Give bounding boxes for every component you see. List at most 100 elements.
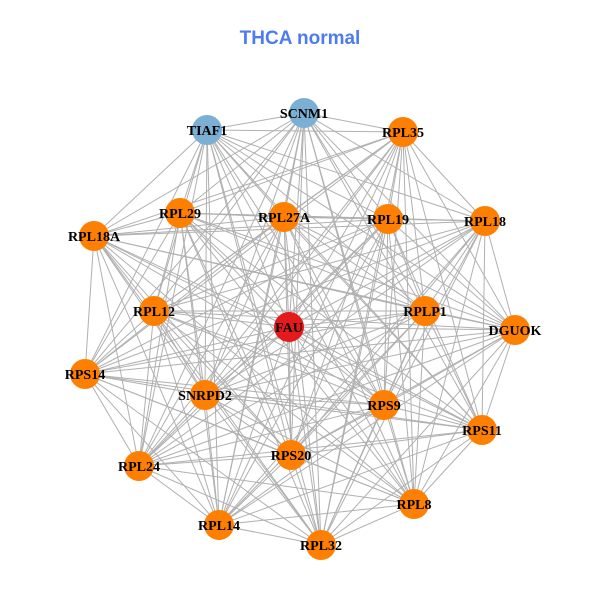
node-rpl29[interactable]: RPL29 — [159, 198, 201, 228]
edge-RPS14-RPL14 — [84, 373, 220, 526]
node-rpl8[interactable]: RPL8 — [397, 489, 432, 519]
node-rpl18a[interactable]: RPL18A — [68, 221, 121, 251]
edge-RPLP1-RPS20 — [290, 310, 426, 456]
edge-FAU-RPL14 — [218, 326, 290, 526]
edge-RPL27A-RPL14 — [218, 216, 285, 526]
node-rps11[interactable]: RPS11 — [462, 415, 502, 445]
node-circle — [269, 202, 299, 232]
edge-RPS20-RPL14 — [218, 454, 292, 526]
edge-RPL29-RPL24 — [138, 212, 181, 467]
node-label: RPL27A — [258, 211, 311, 226]
edge-RPLP1-SNRPD2 — [204, 310, 426, 396]
edge-RPS11-RPL14 — [218, 429, 483, 526]
edge-SCNM1-RPL35 — [303, 112, 404, 133]
edge-DGUOK-RPS11 — [481, 329, 516, 431]
edge-RPS14-RPS11 — [84, 373, 483, 431]
edge-RPS9-RPL8 — [383, 404, 415, 505]
edge-RPL18-RPL32 — [320, 220, 486, 546]
edge-RPL14-RPL32 — [218, 524, 322, 546]
node-rpl27a[interactable]: RPL27A — [258, 202, 311, 232]
edge-SCNM1-RPL29 — [179, 112, 305, 214]
edge-RPL18A-RPL14 — [93, 235, 220, 526]
node-rplp1[interactable]: RPLP1 — [403, 296, 447, 326]
edge-RPL18A-RPL24 — [93, 235, 140, 467]
node-circle — [467, 415, 497, 445]
edge-SNRPD2-RPL24 — [138, 394, 206, 467]
node-rpl18[interactable]: RPL18 — [464, 206, 506, 236]
edge-SCNM1-RPS20 — [290, 112, 305, 456]
node-rps14[interactable]: RPS14 — [65, 359, 105, 389]
node-circle — [388, 117, 418, 147]
node-label: RPS11 — [462, 424, 502, 439]
node-circle — [70, 359, 100, 389]
edge-DGUOK-RPS20 — [290, 329, 516, 456]
edge-RPL19-RPS9 — [383, 218, 389, 406]
edge-FAU-RPS9 — [288, 326, 385, 406]
edges — [84, 112, 516, 546]
edge-RPL35-RPS9 — [383, 131, 404, 406]
edge-RPL19-RPL18A — [93, 218, 389, 237]
edge-RPL18A-DGUOK — [93, 235, 516, 331]
edge-SCNM1-RPL32 — [303, 112, 322, 546]
node-fau[interactable]: FAU — [274, 312, 304, 342]
edge-RPS9-RPS11 — [383, 404, 483, 431]
node-rpl12[interactable]: RPL12 — [133, 296, 175, 326]
edge-RPLP1-RPL8 — [413, 310, 426, 505]
node-circle — [373, 204, 403, 234]
node-scnm1[interactable]: SCNM1 — [280, 98, 328, 128]
node-rpl19[interactable]: RPL19 — [367, 204, 409, 234]
edge-RPL35-SNRPD2 — [204, 131, 404, 396]
node-label: TIAF1 — [187, 124, 227, 139]
edge-RPL35-RPS14 — [84, 131, 404, 375]
edge-SCNM1-RPL18 — [303, 112, 486, 222]
edge-RPL29-RPS14 — [84, 212, 181, 375]
edge-SNRPD2-RPL32 — [204, 394, 322, 546]
node-rps9[interactable]: RPS9 — [367, 390, 401, 420]
edge-TIAF1-RPL24 — [138, 129, 208, 467]
edge-RPL12-RPL24 — [138, 310, 155, 467]
edge-SCNM1-RPL24 — [138, 112, 305, 467]
edge-RPL35-RPL14 — [218, 131, 404, 526]
edge-RPL18A-RPS20 — [93, 235, 292, 456]
node-label: FAU — [275, 321, 303, 336]
edge-RPL12-RPL32 — [153, 310, 322, 546]
edge-TIAF1-RPL32 — [206, 129, 322, 546]
edge-RPL18A-FAU — [93, 235, 290, 328]
edge-RPL12-DGUOK — [153, 310, 516, 331]
node-rps20[interactable]: RPS20 — [271, 440, 311, 470]
node-label: RPL29 — [159, 207, 201, 222]
node-circle — [470, 206, 500, 236]
edge-RPS11-RPS20 — [290, 429, 483, 456]
node-label: RPL8 — [397, 498, 432, 513]
node-rpl35[interactable]: RPL35 — [382, 117, 424, 147]
node-dguok[interactable]: DGUOK — [489, 315, 542, 345]
edge-RPL18-RPL24 — [138, 220, 486, 467]
edge-RPL18-RPS14 — [84, 220, 486, 375]
node-rpl14[interactable]: RPL14 — [198, 510, 240, 540]
edge-RPL35-RPLP1 — [402, 131, 426, 312]
edge-SNRPD2-RPS20 — [204, 394, 292, 456]
node-label: RPS20 — [271, 449, 311, 464]
node-circle — [192, 115, 222, 145]
edge-RPL29-RPL8 — [179, 212, 415, 505]
edge-RPL18A-RPL12 — [93, 235, 155, 312]
edge-RPL29-RPL12 — [153, 212, 181, 312]
edge-SNRPD2-RPL14 — [204, 394, 220, 526]
edge-RPL29-DGUOK — [179, 212, 516, 331]
node-rpl32[interactable]: RPL32 — [300, 530, 342, 560]
edge-RPL19-SNRPD2 — [204, 218, 389, 396]
node-rpl24[interactable]: RPL24 — [118, 451, 160, 481]
node-tiaf1[interactable]: TIAF1 — [187, 115, 227, 145]
node-circle — [410, 296, 440, 326]
node-circle — [165, 198, 195, 228]
edge-DGUOK-SNRPD2 — [204, 329, 516, 396]
edge-RPL18-RPL12 — [153, 220, 486, 312]
edge-FAU-RPS11 — [288, 326, 483, 431]
edge-SCNM1-SNRPD2 — [204, 112, 305, 396]
edge-TIAF1-RPL18A — [93, 129, 208, 237]
edge-RPL12-RPL14 — [153, 310, 220, 526]
edge-RPL18-RPL14 — [218, 220, 486, 526]
node-snrpd2[interactable]: SNRPD2 — [178, 380, 232, 410]
edge-RPL19-DGUOK — [387, 218, 516, 331]
